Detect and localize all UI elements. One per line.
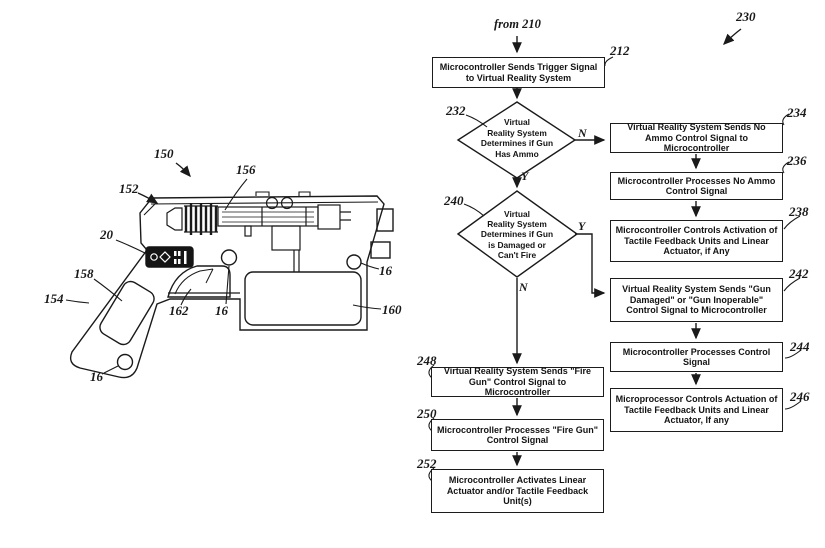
battery-compartment [244, 271, 362, 326]
ref-240: 240 [444, 193, 464, 208]
flow-box-252: Microcontroller Activates Linear Actuato… [431, 469, 604, 513]
ref-156: 156 [236, 162, 256, 177]
linear-actuator [166, 196, 351, 272]
decision-232-line2: Reality System [487, 127, 547, 138]
flow-box-248-text: Virtual Reality System Sends "Fire Gun" … [443, 366, 592, 398]
decision-232-line1: Virtual [504, 117, 530, 127]
branch-no-240: N [519, 280, 528, 294]
flow-box-212: Microcontroller Sends Trigger Signal to … [432, 57, 605, 88]
reference-leader-lines [65, 56, 802, 482]
ref-232: 232 [446, 103, 466, 118]
flow-box-246: Microprocessor Controls Actuation of Tac… [610, 388, 783, 432]
flow-box-252-text: Microcontroller Activates Linear Actuato… [446, 475, 589, 507]
flow-box-246-text: Microprocessor Controls Actuation of Tac… [615, 394, 778, 426]
decision-240-line1: Virtual [504, 209, 530, 219]
gun-sight-bumps [255, 191, 311, 196]
decision-240-text: Virtual Reality System Determines if Gun… [467, 209, 567, 260]
flow-box-242-text: Virtual Reality System Sends "Gun Damage… [622, 284, 771, 316]
button-grip-bottom [116, 353, 134, 371]
ref-234: 234 [787, 105, 807, 120]
button-body-right [346, 254, 362, 270]
branch-yes-232: Y [521, 169, 529, 183]
ref-160: 160 [382, 302, 402, 317]
decision-232-text: Virtual Reality System Determines if Gun… [467, 117, 567, 159]
flow-box-242: Virtual Reality System Sends "Gun Damage… [610, 278, 783, 322]
decision-240-line3: Determines if Gun [480, 229, 554, 240]
branch-no-232: N [578, 126, 587, 140]
flow-box-250-text: Microcontroller Processes "Fire Gun" Con… [436, 424, 599, 446]
ref-246: 246 [790, 389, 810, 404]
flow-box-238: Microcontroller Controls Activation of T… [610, 220, 783, 262]
ref-158: 158 [74, 266, 94, 281]
from-210-label: from 210 [494, 17, 541, 31]
ref-230: 230 [736, 9, 756, 24]
ref-154: 154 [44, 291, 64, 306]
flow-box-238-text: Microcontroller Controls Activation of T… [615, 225, 778, 257]
flow-box-248: Virtual Reality System Sends "Fire Gun" … [431, 366, 604, 398]
ref-242: 242 [789, 266, 809, 281]
decision-232-line3: Determines if Gun [480, 138, 554, 149]
gun-rail-inner-line [143, 201, 379, 216]
ref-252: 252 [417, 456, 437, 471]
gun-controller-drawing [69, 191, 394, 379]
gun-body-outline [69, 195, 385, 379]
flow-box-244: Microcontroller Processes Control Signal [610, 342, 783, 372]
ref-20: 20 [100, 227, 113, 242]
ref-212: 212 [610, 43, 630, 58]
ref-16-grip: 16 [90, 369, 103, 384]
flow-box-236: Microcontroller Processes No Ammo Contro… [610, 172, 783, 200]
sensor-module [145, 246, 194, 268]
decision-240-line2: Reality System [487, 219, 547, 230]
ref-16-body: 16 [379, 263, 392, 278]
flow-arrows [137, 28, 742, 467]
ref-236: 236 [787, 153, 807, 168]
side-tab-upper [376, 208, 394, 232]
ref-152: 152 [119, 181, 139, 196]
ref-248: 248 [417, 353, 437, 368]
ref-238: 238 [789, 204, 809, 219]
decision-232-line4: Has Ammo [495, 148, 539, 159]
decision-240-line5: Can't Fire [497, 249, 537, 260]
flow-box-244-text: Microcontroller Processes Control Signal [622, 346, 771, 368]
side-tab-lower [370, 241, 391, 259]
trigger [167, 265, 231, 298]
decision-240-line4: is Damaged or [488, 239, 546, 250]
flow-box-250: Microcontroller Processes "Fire Gun" Con… [431, 419, 604, 451]
ref-16-trigger: 16 [215, 303, 228, 318]
ref-162: 162 [169, 303, 189, 318]
ref-250: 250 [417, 406, 437, 421]
flow-box-234: Virtual Reality System Sends No Ammo Con… [610, 122, 783, 154]
trigger-inner-line [174, 268, 214, 295]
flow-box-212-text: Microcontroller Sends Trigger Signal to … [439, 62, 598, 83]
ref-150: 150 [154, 146, 174, 161]
flow-box-236-text: Microcontroller Processes No Ammo Contro… [617, 175, 776, 197]
flow-box-234-text: Virtual Reality System Sends No Ammo Con… [627, 122, 766, 154]
branch-yes-240: Y [578, 219, 586, 233]
grip-pad [99, 280, 155, 346]
ref-244: 244 [790, 339, 810, 354]
button-above-trigger [220, 249, 238, 266]
